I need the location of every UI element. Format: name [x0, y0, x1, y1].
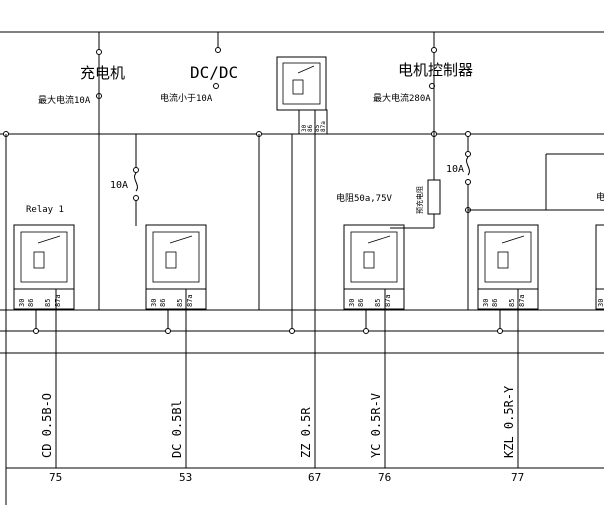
wire-dc-label: DC 0.5Bl	[170, 400, 184, 458]
relay1-pin-30: 30	[18, 299, 26, 307]
relay4-contact	[501, 235, 525, 244]
top-relay-box	[276, 56, 327, 111]
relay4-pin86-node	[497, 328, 503, 334]
relay4-pin-87a: 87a	[518, 294, 526, 307]
relay1-contact	[37, 235, 61, 244]
fuse2-element	[466, 156, 470, 176]
relay3-pin-85: 85	[374, 299, 382, 307]
relay3-pin-86: 86	[357, 299, 365, 307]
relay1-label: Relay 1	[26, 205, 64, 215]
bus-node-right	[465, 131, 471, 137]
top-relay-coil	[292, 79, 304, 95]
relay5-box-partial	[595, 224, 604, 290]
relay4-pin-85: 85	[508, 299, 516, 307]
relay3-coil	[363, 251, 375, 269]
top-relay-pin30-node	[289, 328, 295, 334]
relay1-pin-87a: 87a	[54, 294, 62, 307]
relay4-pin-30: 30	[482, 299, 490, 307]
top-relay-inner	[282, 62, 321, 105]
wire-yc-number: 76	[378, 471, 391, 484]
precharge-resistor	[427, 179, 441, 215]
relay2-contact	[169, 235, 193, 244]
right-edge-label: 电	[596, 191, 604, 203]
relay4-pin-block	[477, 288, 539, 310]
relay4-coil	[497, 251, 509, 269]
fuse2-node-top	[465, 151, 471, 157]
relay2-inner	[152, 231, 200, 283]
relay2-pin-87a: 87a	[186, 294, 194, 307]
charger-rating: 最大电流10A	[38, 94, 91, 106]
top-relay-pin-30: 30	[301, 124, 308, 132]
motor-controller-terminal	[431, 47, 437, 53]
top-relay-pin-87a: 87a	[320, 121, 327, 132]
dcdc-rating-terminal	[213, 83, 219, 89]
relay3-contact	[367, 235, 391, 244]
wire-zz-number: 67	[308, 471, 321, 484]
dcdc-name: DC/DC	[190, 63, 238, 82]
relay3-pin86-node	[363, 328, 369, 334]
fuse1-node-top	[133, 167, 139, 173]
relay1-inner	[20, 231, 68, 283]
relay2-pin-block	[145, 288, 207, 310]
wire-kzl-number: 77	[511, 471, 524, 484]
relay1-pin86-node	[33, 328, 39, 334]
relay2-coil	[165, 251, 177, 269]
relay3-pin-block	[343, 288, 405, 310]
wire-kzl-label: KZL 0.5R-Y	[502, 385, 516, 458]
wire-zz-label: ZZ 0.5R	[299, 407, 313, 458]
fuse1-node-bottom	[133, 195, 139, 201]
fuse2-rating: 10A	[446, 164, 464, 175]
relay1-pin-85: 85	[44, 299, 52, 307]
top-relay-pin-85: 85	[314, 124, 321, 132]
top-relay-pin-86: 86	[307, 124, 314, 132]
dcdc-rating: 电流小于10A	[160, 92, 213, 104]
fuse1-rating: 10A	[110, 180, 128, 191]
wire-dc-number: 53	[179, 471, 192, 484]
relay4-pin-86: 86	[491, 299, 499, 307]
wire-yc-label: YC 0.5R-V	[369, 393, 383, 458]
motor-controller-rating: 最大电流280A	[373, 92, 431, 104]
motor-controller-name: 电机控制器	[398, 61, 473, 79]
relay3-pin-87a: 87a	[384, 294, 392, 307]
fuse2-node-bottom	[465, 179, 471, 185]
relay5-pin-block-partial	[595, 288, 604, 310]
top-relay-pin-block	[298, 109, 328, 135]
top-relay-contact	[297, 65, 315, 74]
relay2-pin-30: 30	[150, 299, 158, 307]
charger-terminal	[96, 49, 102, 55]
relay2-pin-85: 85	[176, 299, 184, 307]
relay3-inner	[350, 231, 398, 283]
charger-name: 充电机	[80, 64, 125, 82]
wire-cd-label: CD 0.5B-O	[40, 393, 54, 458]
relay2-pin86-node	[165, 328, 171, 334]
fuse1-element	[134, 172, 138, 192]
relay1-coil	[33, 251, 45, 269]
resistor-caption: 预充电阻	[415, 186, 424, 214]
relay3-pin-30: 30	[348, 299, 356, 307]
dcdc-terminal	[215, 47, 221, 53]
relay1-pin-block	[13, 288, 75, 310]
relay4-inner	[484, 231, 532, 283]
relay2-pin-86: 86	[159, 299, 167, 307]
resistor-rating: 电阻50a,75V	[336, 192, 393, 204]
relay5-pin-30: 30	[597, 299, 604, 307]
relay1-pin-86: 86	[27, 299, 35, 307]
wire-cd-number: 75	[49, 471, 62, 484]
